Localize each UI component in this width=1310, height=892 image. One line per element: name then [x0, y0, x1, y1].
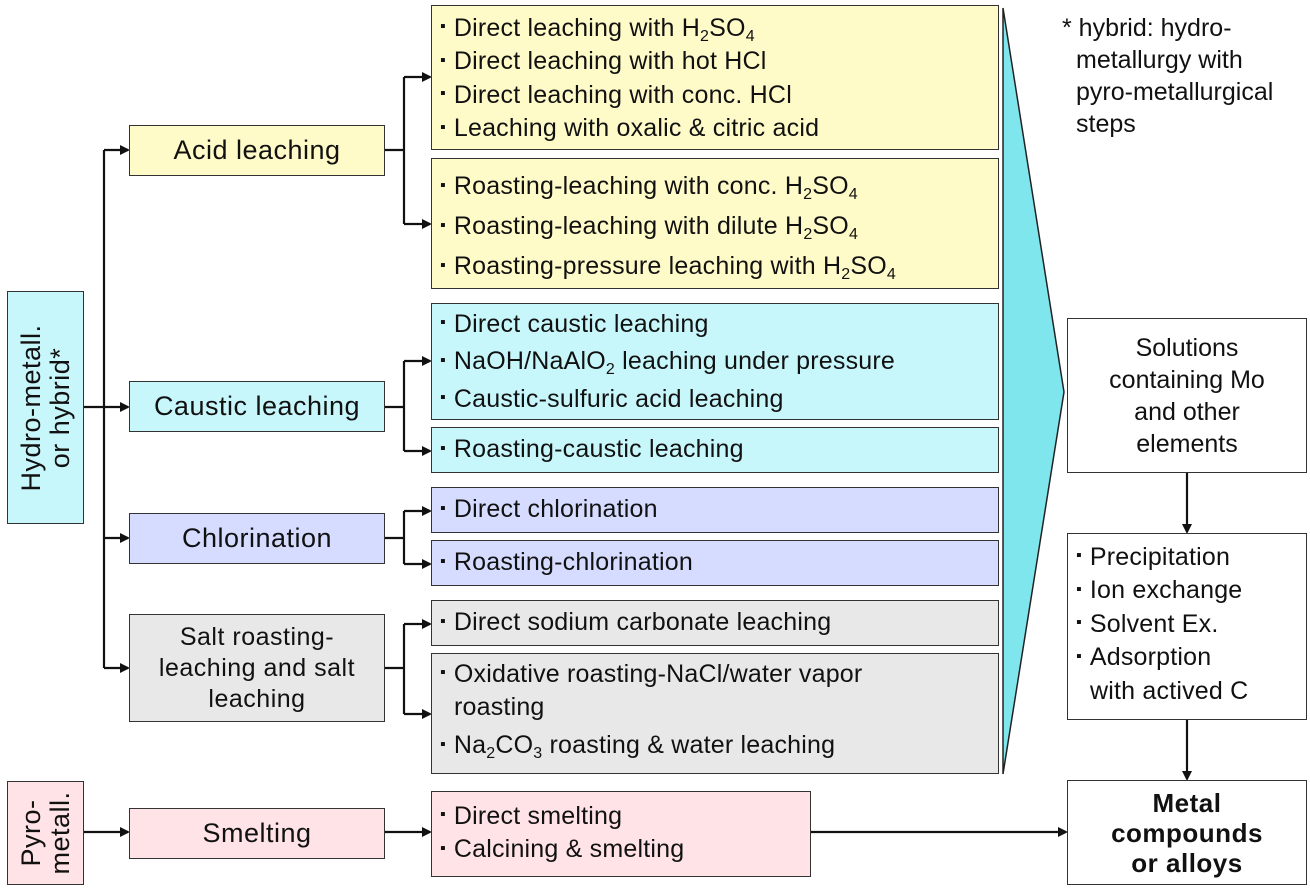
- salt-direct-methods-box: ▪Direct sodium carbonate leaching: [431, 600, 999, 646]
- converging-arrow-shape: [1002, 7, 1065, 775]
- method-item: ▪Adsorption with actived C: [1076, 643, 1249, 705]
- bullet-icon: ▪: [1076, 647, 1082, 665]
- bullet-icon: ▪: [1076, 547, 1082, 565]
- method-item: ▪Direct caustic leaching: [440, 310, 709, 338]
- pyro-label-line-1: Pyro-: [15, 799, 46, 867]
- caustic-leaching-box: Caustic leaching: [129, 381, 385, 432]
- smelting-label: Smelting: [202, 818, 312, 848]
- bullet-icon: ▪: [440, 216, 446, 234]
- acid-leaching-box: Acid leaching: [129, 125, 385, 176]
- bullet-icon: ▪: [440, 118, 446, 136]
- metal-line: compounds: [1111, 817, 1263, 848]
- pyro-metallurgy-label-box: Pyro- metall.: [7, 781, 84, 885]
- separation-methods-box: ▪Precipitation ▪Ion exchange ▪Solvent Ex…: [1067, 533, 1307, 720]
- chlorination-box: Chlorination: [129, 513, 385, 564]
- hybrid-footnote: * hybrid: hydro- metallurgy with pyro-me…: [1062, 12, 1273, 140]
- bullet-icon: ▪: [440, 314, 446, 332]
- bullet-icon: ▪: [440, 85, 446, 103]
- bullet-icon: ▪: [440, 18, 446, 36]
- method-item: ▪Precipitation: [1076, 543, 1231, 571]
- hydro-label-line-2: or hybrid*: [44, 347, 75, 468]
- method-item: ▪Calcining & smelting: [440, 835, 685, 864]
- salt-label-line-3: leaching: [208, 684, 306, 713]
- bullet-icon: ▪: [440, 51, 446, 69]
- method-item: ▪Direct leaching with H2SO4: [440, 14, 755, 45]
- method-item: ▪Caustic-sulfuric acid leaching: [440, 384, 784, 413]
- chlorination-direct-methods-box: ▪Direct chlorination: [431, 487, 999, 533]
- method-item: ▪Roasting-leaching with dilute H2SO4: [440, 211, 859, 243]
- method-item: ▪Ion exchange: [1076, 576, 1243, 605]
- smelting-methods-box: ▪Direct smelting ▪Calcining & smelting: [431, 791, 811, 877]
- footnote-line: metallurgy with: [1076, 46, 1243, 74]
- method-item: ▪Direct chlorination: [440, 495, 658, 524]
- bullet-icon: ▪: [440, 176, 446, 194]
- footnote-line: steps: [1076, 110, 1136, 138]
- solutions-line: elements: [1136, 429, 1238, 458]
- bullet-icon: ▪: [440, 664, 446, 682]
- method-item: ▪NaOH/NaAlO2 leaching under pressure: [440, 347, 896, 379]
- method-item: ▪Roasting-leaching with conc. H2SO4: [440, 172, 858, 203]
- solutions-box: Solutions containing Mo and other elemen…: [1067, 318, 1307, 473]
- method-item: ▪Leaching with oxalic & citric acid: [440, 114, 820, 143]
- method-item: ▪Direct sodium carbonate leaching: [440, 608, 832, 637]
- bullet-icon: ▪: [1076, 614, 1082, 632]
- caustic-direct-methods-box: ▪Direct caustic leaching ▪NaOH/NaAlO2 le…: [431, 303, 999, 420]
- hydro-label-line-1: Hydro-metall.: [15, 323, 46, 492]
- solutions-line: Solutions: [1135, 333, 1239, 362]
- metal-compounds-box: Metal compounds or alloys: [1067, 780, 1307, 885]
- acid-roasting-methods-box: ▪Roasting-leaching with conc. H2SO4 ▪Roa…: [431, 158, 999, 289]
- bullet-icon: ▪: [440, 439, 446, 457]
- bullet-icon: ▪: [440, 256, 446, 274]
- caustic-roasting-methods-box: ▪Roasting-caustic leaching: [431, 427, 999, 473]
- bullet-icon: ▪: [1076, 580, 1082, 598]
- metal-line: or alloys: [1131, 847, 1243, 878]
- caustic-leaching-label: Caustic leaching: [153, 391, 361, 421]
- method-item: ▪Direct smelting: [440, 802, 623, 830]
- acid-leaching-label: Acid leaching: [173, 135, 341, 165]
- pyro-metallurgy-label: Pyro- metall.: [15, 791, 75, 875]
- method-item: ▪Direct leaching with hot HCl: [440, 47, 767, 76]
- salt-roasting-methods-box: ▪Oxidative roasting-NaCl/water vapor roa…: [431, 653, 999, 774]
- salt-label-line-1: Salt roasting-: [179, 622, 335, 651]
- solutions-line: and other: [1134, 397, 1240, 426]
- bullet-icon: ▪: [440, 351, 446, 369]
- hydro-metallurgy-label: Hydro-metall. or hybrid*: [15, 323, 75, 492]
- method-item: ▪Na2CO3 roasting & water leaching: [440, 731, 836, 763]
- chlorination-roasting-methods-box: ▪Roasting-chlorination: [431, 540, 999, 586]
- bullet-icon: ▪: [440, 499, 446, 517]
- salt-roasting-box: Salt roasting- leaching and salt leachin…: [129, 614, 385, 722]
- bullet-icon: ▪: [440, 612, 446, 630]
- solutions-line: containing Mo: [1109, 365, 1265, 394]
- method-item: ▪Solvent Ex.: [1076, 609, 1219, 638]
- method-item: ▪Roasting-pressure leaching with H2SO4: [440, 251, 896, 283]
- method-item: ▪Roasting-caustic leaching: [440, 435, 744, 464]
- bullet-icon: ▪: [440, 806, 446, 824]
- chlorination-label: Chlorination: [181, 523, 333, 553]
- hydro-metallurgy-label-box: Hydro-metall. or hybrid*: [7, 291, 84, 524]
- footnote-line: * hybrid: hydro-: [1062, 14, 1232, 42]
- bullet-icon: ▪: [440, 389, 446, 407]
- footnote-line: pyro-metallurgical: [1076, 78, 1274, 106]
- smelting-box: Smelting: [129, 808, 385, 859]
- pyro-label-line-2: metall.: [44, 791, 75, 875]
- method-item: ▪Direct leaching with conc. HCl: [440, 80, 792, 109]
- metal-line: Metal: [1152, 787, 1222, 818]
- bullet-icon: ▪: [440, 735, 446, 753]
- method-item: ▪Roasting-chlorination: [440, 548, 693, 577]
- bullet-icon: ▪: [440, 839, 446, 857]
- bullet-icon: ▪: [440, 552, 446, 570]
- acid-direct-methods-box: ▪Direct leaching with H2SO4 ▪Direct leac…: [431, 5, 999, 150]
- method-item: ▪Oxidative roasting-NaCl/water vapor roa…: [440, 660, 863, 722]
- salt-label-line-2: leaching and salt: [158, 653, 356, 682]
